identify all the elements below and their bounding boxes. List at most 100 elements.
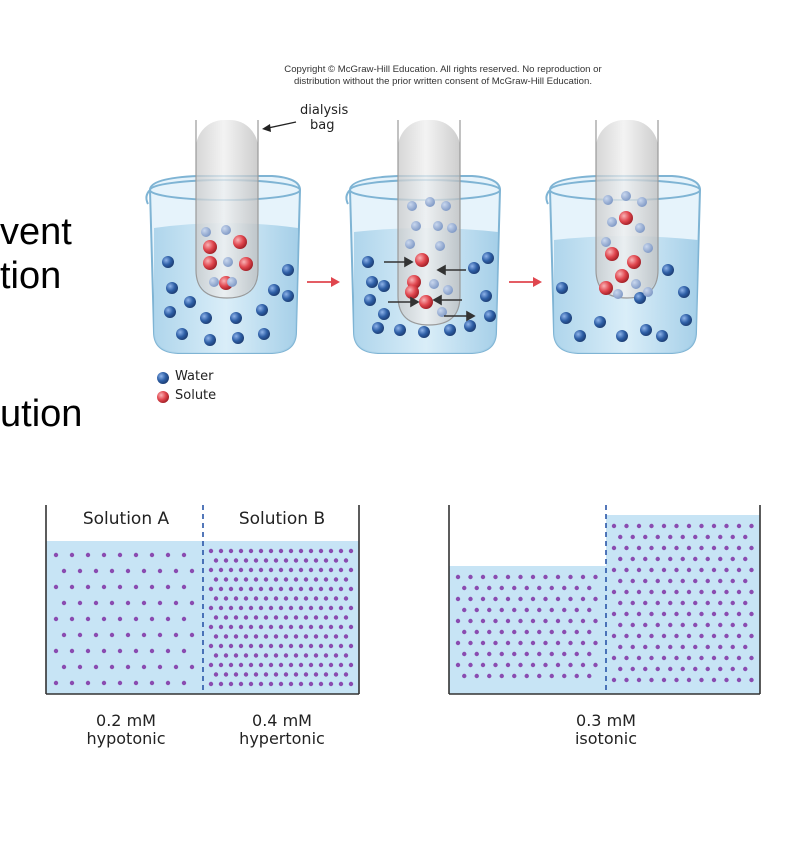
solute-particle xyxy=(109,632,115,638)
solute-particle xyxy=(655,556,660,562)
solute-particle xyxy=(686,611,692,617)
solute-particle xyxy=(208,605,214,611)
solute-particle xyxy=(157,600,163,606)
solute-particle xyxy=(468,662,473,668)
solute-particle xyxy=(518,596,523,602)
solute-particle xyxy=(328,624,334,630)
solute-particle xyxy=(736,611,742,617)
water-molecule xyxy=(394,324,406,336)
solute-particle xyxy=(208,662,214,668)
solute-particle xyxy=(493,596,498,602)
solute-particle xyxy=(661,523,667,529)
solute-particle xyxy=(680,534,685,540)
solute-particle xyxy=(736,545,742,551)
water-molecule xyxy=(164,306,176,318)
solute-particle xyxy=(562,607,567,613)
solute-particle xyxy=(730,534,735,540)
solute-particle xyxy=(618,666,623,672)
solute-particle xyxy=(318,605,324,611)
solute-particle xyxy=(278,567,284,573)
solute-particle xyxy=(348,548,354,554)
solute-particle xyxy=(743,644,748,650)
solute-particle xyxy=(537,629,542,635)
solute-particle xyxy=(674,655,679,661)
solute-particle xyxy=(77,600,83,606)
solute-molecule xyxy=(419,295,433,309)
solute-particle xyxy=(593,596,598,602)
solute-particle xyxy=(303,653,309,658)
water-molecule xyxy=(594,316,606,328)
solute-particle xyxy=(624,677,629,683)
solute-particle xyxy=(686,655,692,661)
solute-particle xyxy=(149,616,155,622)
solute-particle xyxy=(724,611,729,617)
solute-particle xyxy=(543,596,548,602)
solute-particle xyxy=(749,611,754,617)
solute-particle xyxy=(228,624,234,630)
solute-particle xyxy=(117,552,123,558)
solute-particle xyxy=(593,640,598,646)
solute-particle xyxy=(338,586,344,592)
solute-particle xyxy=(587,651,592,657)
solute-particle xyxy=(674,589,679,595)
solute-particle xyxy=(680,644,685,650)
solute-particle xyxy=(288,662,294,668)
solute-particle xyxy=(674,545,679,551)
solute-particle xyxy=(288,567,294,573)
solute-particle xyxy=(574,585,579,591)
solute-particle xyxy=(568,618,573,624)
isotonic-tonicity: isotonic xyxy=(574,729,637,749)
solute-particle xyxy=(101,552,107,558)
dialysis-bag-label: dialysis bag xyxy=(300,103,348,134)
solute-particle xyxy=(313,596,319,601)
solute-particle xyxy=(730,622,735,628)
solute-particle xyxy=(699,611,704,617)
solute-particle xyxy=(248,681,254,687)
solute-particle xyxy=(618,600,623,606)
solute-particle xyxy=(233,634,239,639)
solute-particle xyxy=(248,605,254,611)
solute-particle xyxy=(686,589,692,595)
solute-particle xyxy=(283,653,289,658)
solute-particle xyxy=(117,584,123,590)
solute-particle xyxy=(518,618,523,624)
water-molecule xyxy=(444,324,456,336)
solute-particle xyxy=(730,600,735,606)
solute-particle xyxy=(455,662,461,668)
solute-particle xyxy=(173,568,179,574)
solute-particle xyxy=(587,629,592,635)
solute-particle xyxy=(298,662,304,668)
solute-particle xyxy=(562,651,567,657)
water-molecule xyxy=(680,314,692,326)
water-molecule xyxy=(407,201,417,211)
solute-particle xyxy=(248,567,254,573)
solute-particle xyxy=(705,644,710,650)
solute-particle xyxy=(157,632,163,638)
water-molecule xyxy=(204,334,216,346)
solute-particle xyxy=(293,596,299,601)
solute-particle xyxy=(125,632,131,638)
solute-particle xyxy=(141,664,147,670)
solute-particle xyxy=(238,662,244,668)
solute-particle xyxy=(574,607,579,613)
solute-particle xyxy=(749,655,754,661)
water-molecule xyxy=(184,296,196,308)
solute-particle xyxy=(263,672,269,677)
solute-particle xyxy=(462,651,467,657)
solute-particle xyxy=(218,567,224,573)
solute-particle xyxy=(493,662,498,668)
solute-particle xyxy=(283,577,289,582)
solute-particle xyxy=(668,644,673,650)
solute-particle xyxy=(308,681,314,687)
solute-particle xyxy=(233,596,239,601)
water-molecule xyxy=(282,290,294,302)
solute-particle xyxy=(611,567,617,573)
solute-particle xyxy=(117,616,123,622)
solute-particle xyxy=(223,558,229,563)
movement-arrows xyxy=(384,256,476,322)
solute-particle xyxy=(273,558,279,563)
solute-molecule xyxy=(599,281,613,295)
solute-particle xyxy=(668,578,673,584)
solute-particle xyxy=(618,644,623,650)
solute-particle xyxy=(636,589,642,595)
